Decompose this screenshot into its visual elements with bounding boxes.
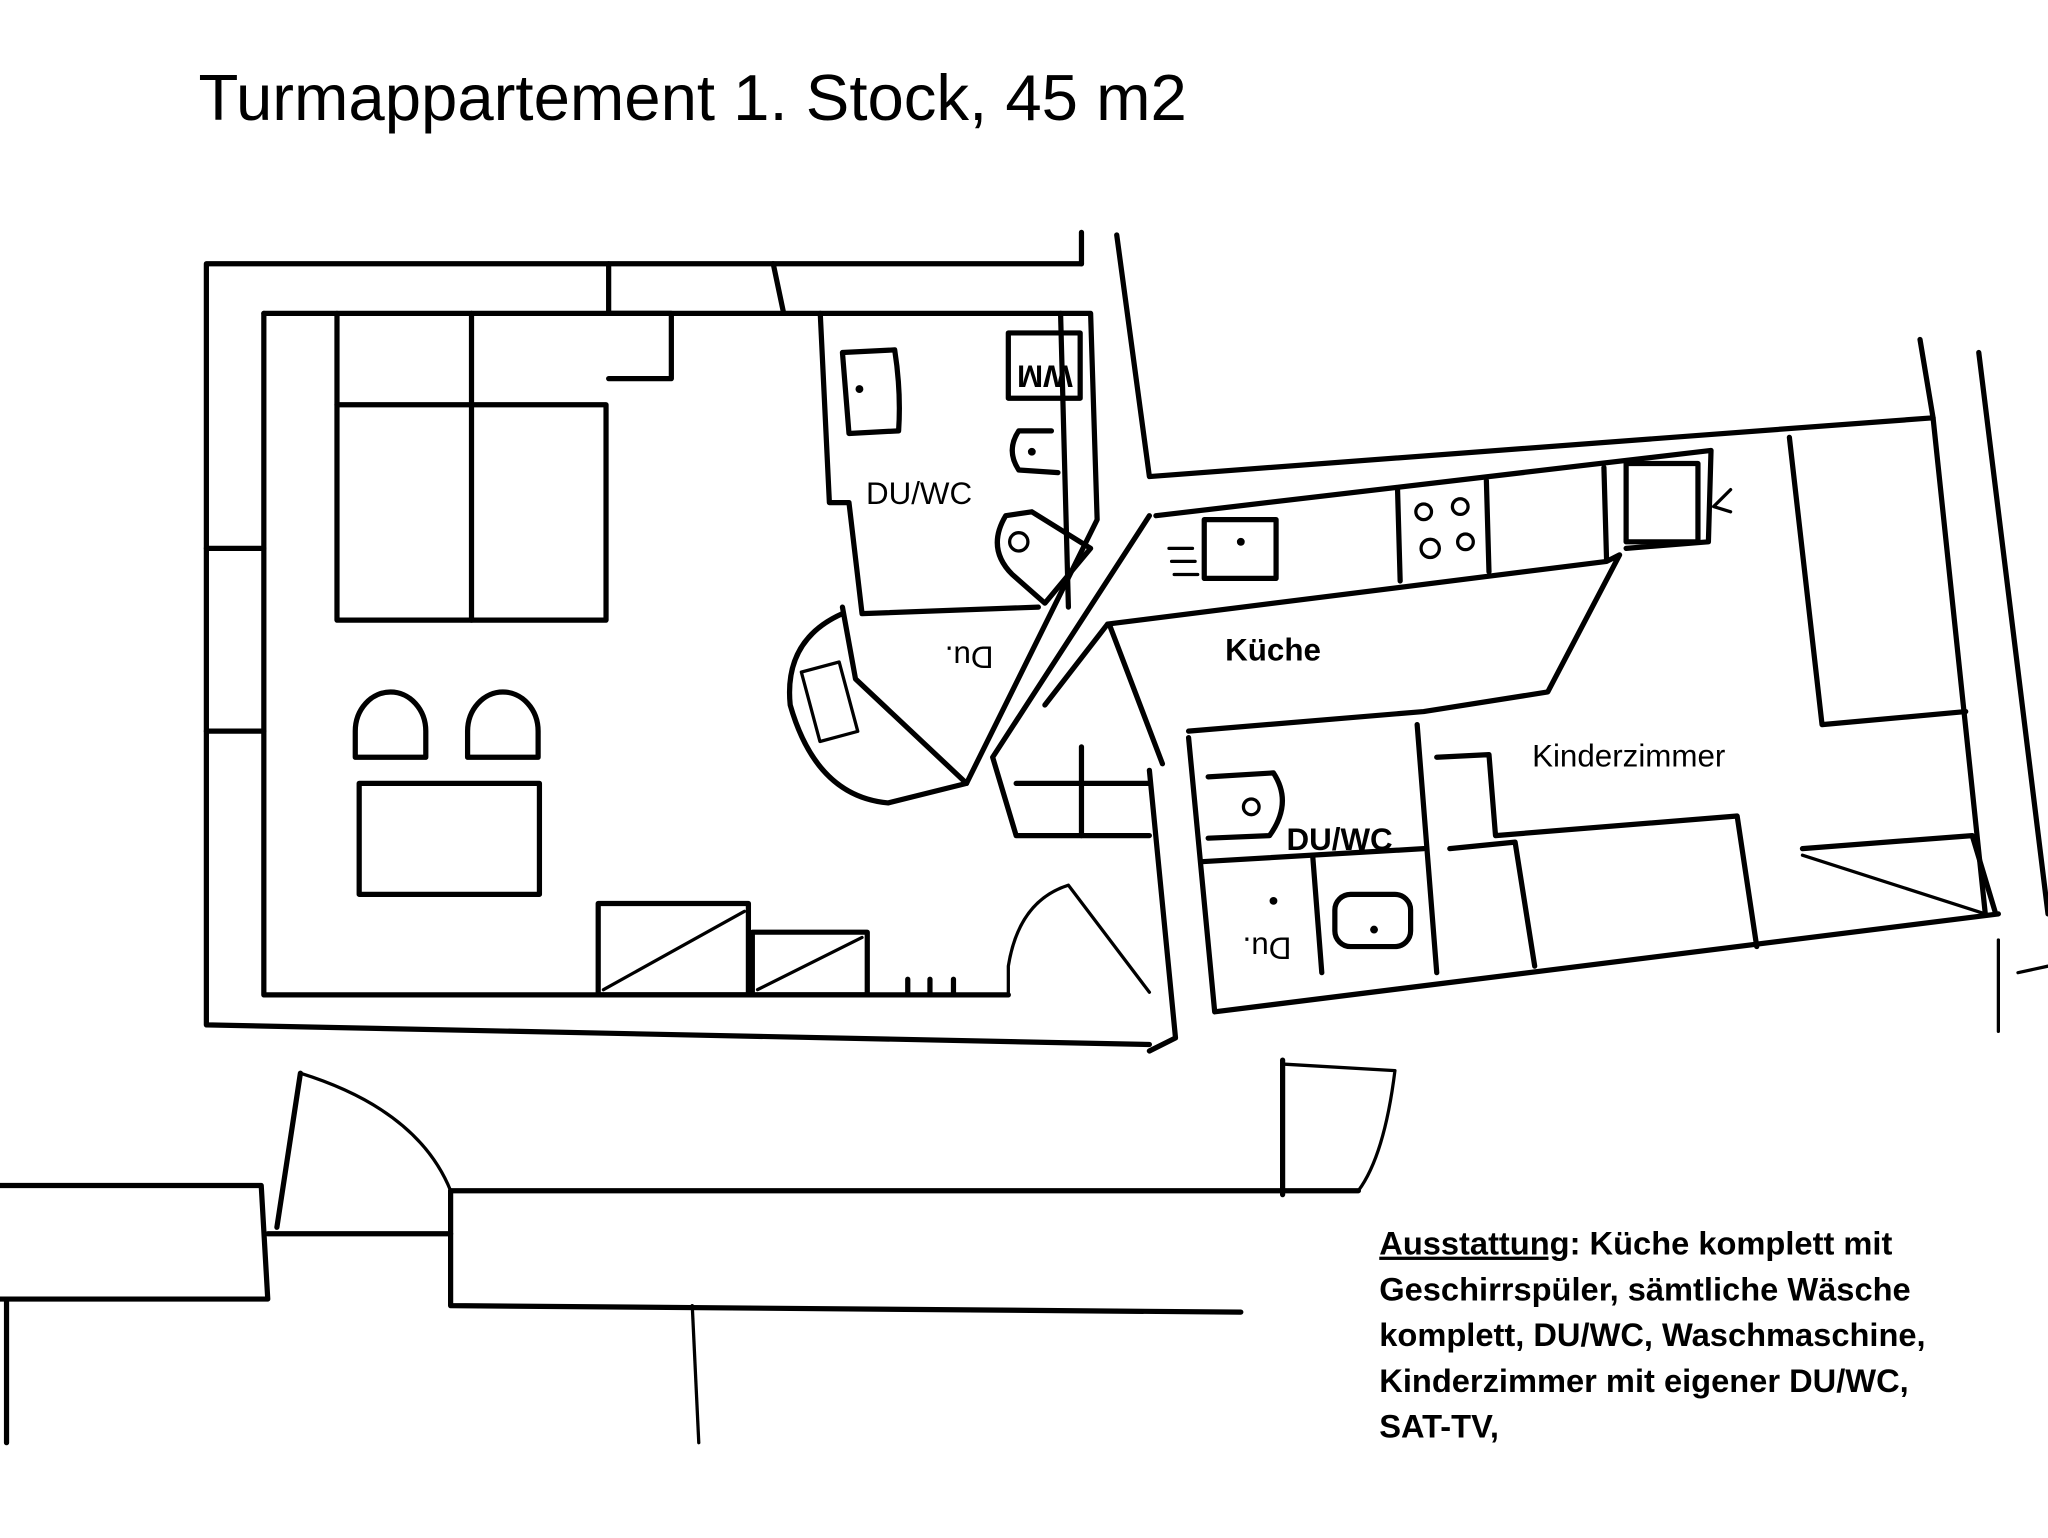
svg-text:Ausstattung: Küche komplett mi: Ausstattung: Küche komplett mit	[1379, 1225, 1892, 1262]
toilet	[1009, 428, 1061, 476]
washing-machine	[1005, 330, 1083, 401]
sink	[1201, 517, 1279, 581]
notes-line: SAT-TV,	[1379, 1407, 1499, 1444]
equipment-notes: Ausstattung: Küche komplett mit Geschirr…	[1379, 1225, 1925, 1445]
kitchen-label: Küche	[1225, 633, 1321, 668]
furniture: WM DU/WC Du. Küche Kinderzimmer DU/WC Du…	[334, 310, 1733, 998]
washbasin	[1332, 891, 1414, 950]
notes-line: komplett, DU/WC, Waschmaschine,	[1379, 1316, 1925, 1353]
cabinet	[749, 929, 870, 998]
kids-room-label: Kinderzimmer	[1532, 738, 1725, 773]
notes-line: Geschirrspüler, sämtliche Wäsche	[1379, 1270, 1910, 1307]
cabinet	[595, 900, 752, 998]
chair	[464, 689, 541, 760]
stove-icon	[1414, 497, 1475, 560]
notes-line: Kinderzimmer mit eigener DU/WC,	[1379, 1362, 1908, 1399]
shower-kids-label: Du.	[1243, 930, 1292, 965]
chair	[352, 689, 429, 760]
shower-main-label: Du.	[945, 639, 994, 674]
bath-main-label: DU/WC	[866, 476, 972, 511]
notes-line: : Küche komplett mit	[1570, 1225, 1893, 1262]
corridor	[0, 938, 2048, 1446]
walls-main	[203, 229, 2048, 1054]
shower-tray	[786, 611, 970, 806]
washbasin	[839, 347, 902, 437]
notes-heading: Ausstattung	[1379, 1225, 1569, 1262]
plan-title: Turmappartement 1. Stock, 45 m2	[199, 61, 1187, 134]
toilet	[1205, 770, 1285, 841]
wm-label: WM	[1017, 359, 1073, 394]
bath-kids-label: DU/WC	[1287, 822, 1393, 857]
bidet	[994, 509, 1094, 606]
table	[356, 780, 543, 897]
